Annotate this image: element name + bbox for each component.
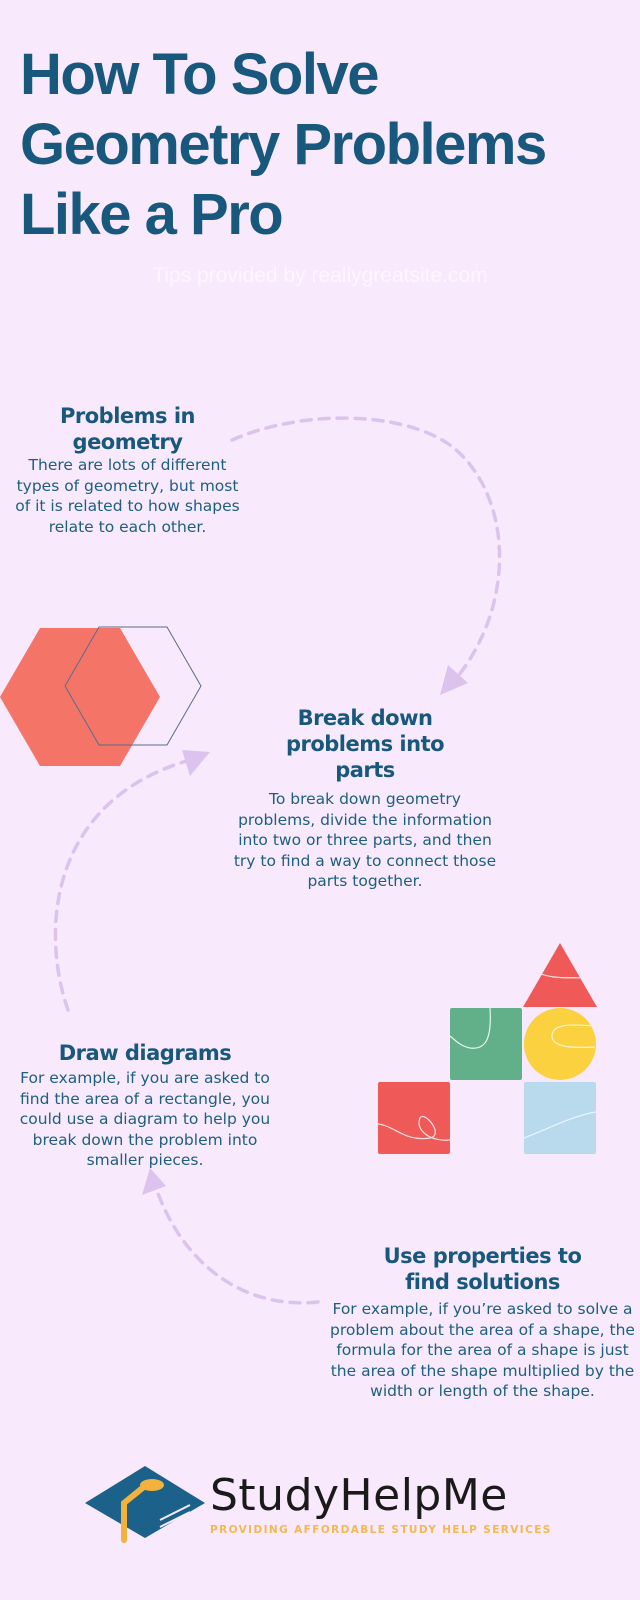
section-break-down: Break down problems into parts To break … <box>230 705 500 892</box>
logo-tagline: PROVIDING AFFORDABLE STUDY HELP SERVICES <box>210 1524 552 1536</box>
yellow-circle-block <box>524 1008 596 1080</box>
title-line: Like a Pro <box>20 182 284 247</box>
arrowhead-icon <box>142 1168 166 1195</box>
logo-name: StudyHelpMe <box>210 1470 508 1521</box>
subtitle: Tips provided by reallygreatsite.com <box>152 264 488 287</box>
arrowhead-icon <box>182 750 210 776</box>
dashed-arrow-3 <box>153 1183 320 1305</box>
title-line: Geometry Problems <box>20 112 547 177</box>
section-problems-in-geometry: Problems in geometry There are lots of d… <box>15 403 240 537</box>
page-title: How To Solve Geometry Problems Like a Pr… <box>20 40 640 250</box>
red-block <box>378 1082 450 1154</box>
section-heading: Problems in geometry <box>60 404 196 454</box>
section-body: For example, if you are asked to find th… <box>19 1069 271 1169</box>
section-body: To break down geometry problems, divide … <box>233 790 497 890</box>
arrowhead-icon <box>440 665 468 695</box>
title-line: How To Solve <box>20 42 379 107</box>
hexagon-outline <box>64 626 202 746</box>
section-body: For example, if you’re asked to solve a … <box>330 1300 635 1400</box>
dashed-arrow-2 <box>53 758 192 1012</box>
blue-block <box>524 1082 596 1154</box>
section-use-properties: Use properties to find solutions For exa… <box>325 1243 640 1402</box>
section-heading: Break down problems into parts <box>285 706 445 782</box>
section-body: There are lots of different types of geo… <box>15 456 240 536</box>
triangle-block <box>523 943 597 1007</box>
hexagon-filled <box>0 628 160 766</box>
green-block <box>450 1008 522 1080</box>
section-heading: Use properties to find solutions <box>383 1244 582 1294</box>
section-heading: Draw diagrams <box>58 1041 232 1065</box>
dashed-arrow-1 <box>230 416 502 682</box>
graduation-cap-icon <box>85 1466 205 1543</box>
section-draw-diagrams: Draw diagrams For example, if you are as… <box>5 1040 285 1171</box>
